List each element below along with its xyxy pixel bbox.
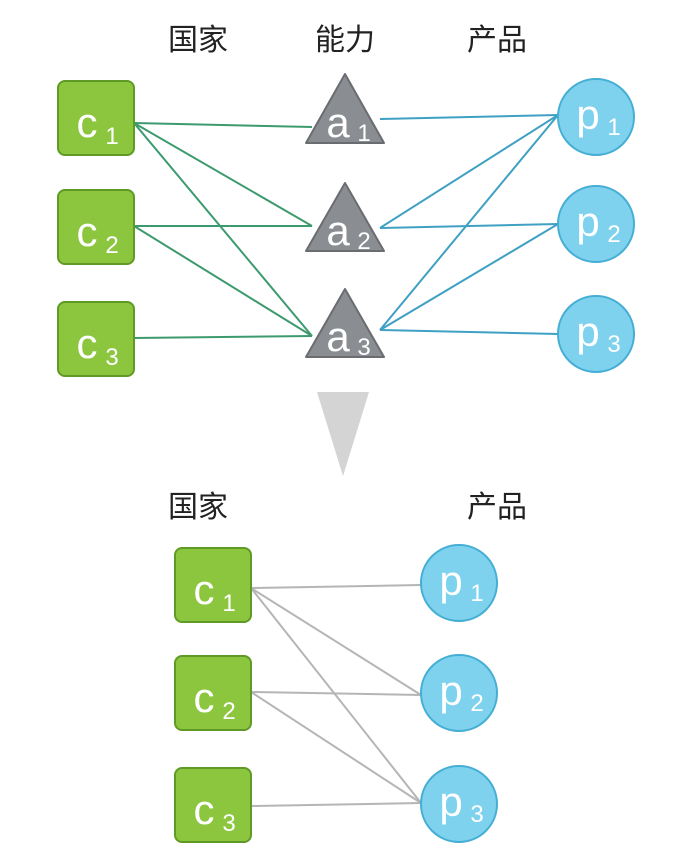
capability-triangle bbox=[305, 182, 385, 252]
node-index: 1 bbox=[470, 580, 483, 607]
node-index: 1 bbox=[357, 120, 370, 147]
edge-a1-p1 bbox=[379, 114, 559, 120]
product-node-p2-bottom: p 2 bbox=[420, 654, 498, 732]
node-index: 2 bbox=[470, 690, 483, 717]
capability-node-a3: a 3 bbox=[305, 288, 385, 361]
top-network: 国家 能力 产品 c 1 c 2 c 3 a 1 a 2 bbox=[57, 23, 635, 377]
edge-a3-p1 bbox=[379, 114, 559, 331]
node-index: 2 bbox=[357, 228, 370, 255]
country-square bbox=[57, 80, 135, 156]
edge-c3-a3 bbox=[133, 335, 313, 339]
node-index: 3 bbox=[607, 331, 620, 358]
edge-c1-a3 bbox=[133, 122, 313, 337]
node-letter: c bbox=[77, 320, 98, 367]
edge-a2-p1 bbox=[379, 114, 559, 229]
country-square bbox=[57, 189, 135, 265]
node-index: 3 bbox=[470, 801, 483, 828]
node-letter: c bbox=[77, 99, 98, 146]
capability-node-a1: a 1 bbox=[305, 73, 385, 147]
node-index: 3 bbox=[357, 334, 370, 361]
product-node-p1-bottom: p 1 bbox=[420, 544, 498, 622]
node-index: 3 bbox=[105, 344, 118, 371]
product-circle bbox=[420, 654, 498, 732]
node-letter: c bbox=[194, 566, 215, 613]
edge-c2-p3 bbox=[250, 691, 422, 804]
edge-c2-a3 bbox=[133, 225, 313, 337]
node-index: 1 bbox=[222, 590, 235, 617]
country-node-c2: c 2 bbox=[57, 189, 135, 265]
node-letter: a bbox=[326, 313, 350, 360]
edge-c1-a2 bbox=[133, 122, 313, 227]
product-circle bbox=[420, 544, 498, 622]
header-countries-bottom: 国家 bbox=[168, 490, 228, 525]
edge-a2-p2 bbox=[379, 223, 559, 229]
edge-c1-p3 bbox=[250, 587, 422, 804]
node-index: 2 bbox=[607, 221, 620, 248]
node-letter: c bbox=[77, 208, 98, 255]
product-circle bbox=[557, 295, 635, 373]
capability-triangle bbox=[305, 73, 385, 144]
node-letter: p bbox=[576, 91, 599, 138]
header-products-top: 产品 bbox=[467, 23, 527, 58]
edge-c3-p3 bbox=[250, 802, 422, 807]
country-node-c2-bottom: c 2 bbox=[174, 655, 252, 731]
bottom-network: 国家 产品 c 1 c 2 c 3 p 1 p 2 bbox=[168, 490, 527, 843]
country-node-c3: c 3 bbox=[57, 301, 135, 377]
country-node-c1-bottom: c 1 bbox=[174, 547, 252, 623]
product-circle bbox=[557, 185, 635, 263]
node-letter: p bbox=[439, 667, 462, 714]
product-circle bbox=[557, 78, 635, 156]
country-square bbox=[57, 301, 135, 377]
node-index: 3 bbox=[222, 810, 235, 837]
product-node-p1: p 1 bbox=[557, 78, 635, 156]
node-index: 1 bbox=[105, 123, 118, 150]
node-letter: a bbox=[326, 207, 350, 254]
edge-c1-p2 bbox=[250, 587, 422, 696]
country-square bbox=[174, 655, 252, 731]
product-node-p3-bottom: p 3 bbox=[420, 765, 498, 843]
country-capability-edges bbox=[133, 122, 313, 339]
country-node-c1: c 1 bbox=[57, 80, 135, 156]
capability-triangle bbox=[305, 288, 385, 358]
header-countries-top: 国家 bbox=[168, 23, 228, 58]
node-letter: p bbox=[576, 198, 599, 245]
edge-a3-p3 bbox=[379, 329, 559, 335]
country-square bbox=[174, 547, 252, 623]
node-letter: p bbox=[439, 778, 462, 825]
edge-a3-p2 bbox=[379, 223, 559, 331]
product-node-p3: p 3 bbox=[557, 295, 635, 373]
node-letter: c bbox=[194, 786, 215, 833]
node-letter: p bbox=[439, 557, 462, 604]
country-square bbox=[174, 767, 252, 843]
edge-c1-a1 bbox=[133, 122, 313, 128]
node-index: 2 bbox=[222, 698, 235, 725]
edge-c1-p1 bbox=[250, 584, 422, 589]
product-node-p2: p 2 bbox=[557, 185, 635, 263]
edge-c2-p2 bbox=[250, 691, 422, 696]
projection-arrow bbox=[317, 392, 369, 476]
product-circle bbox=[420, 765, 498, 843]
node-letter: p bbox=[576, 308, 599, 355]
country-product-edges bbox=[250, 584, 422, 807]
capability-node-a2: a 2 bbox=[305, 182, 385, 255]
node-index: 1 bbox=[607, 114, 620, 141]
country-node-c3-bottom: c 3 bbox=[174, 767, 252, 843]
capability-product-edges bbox=[379, 114, 559, 335]
node-index: 2 bbox=[105, 232, 118, 259]
header-products-bottom: 产品 bbox=[467, 490, 527, 525]
node-letter: a bbox=[326, 99, 350, 146]
node-letter: c bbox=[194, 674, 215, 721]
header-capabilities: 能力 bbox=[315, 23, 375, 58]
